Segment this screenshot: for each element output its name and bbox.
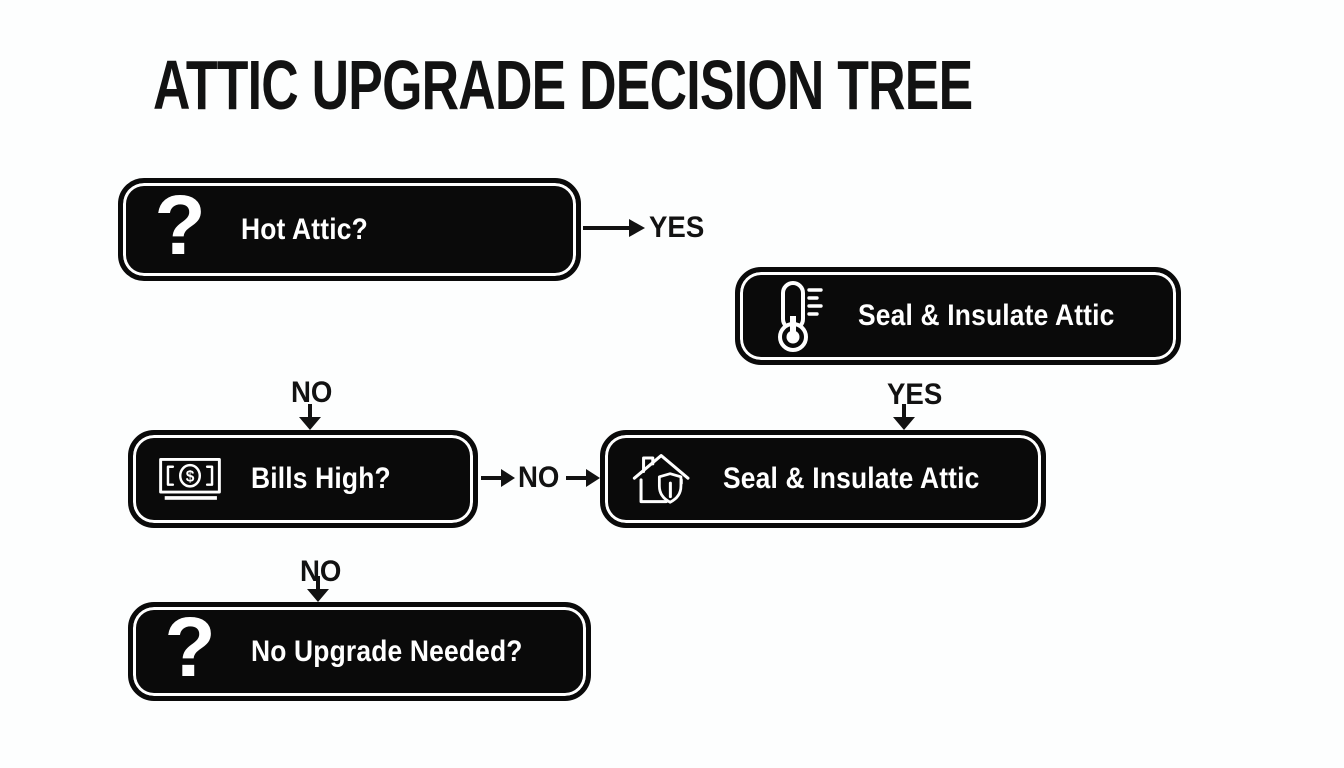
node-label: Bills High?	[251, 462, 391, 495]
svg-text:$: $	[186, 468, 195, 485]
thermometer-icon	[766, 280, 828, 352]
arrow-right-icon	[583, 217, 645, 239]
arrow-down-icon	[307, 576, 329, 602]
page-title: ATTIC UPGRADE DECISION TREE	[153, 46, 973, 124]
node-hot-attic[interactable]: ? Hot Attic?	[118, 178, 581, 281]
node-bills-high[interactable]: $ Bills High?	[128, 430, 478, 528]
edge-label-no: NO	[518, 461, 560, 494]
arrow-right-icon	[481, 467, 515, 489]
question-mark-icon: ?	[159, 605, 221, 690]
house-shield-icon	[631, 444, 693, 514]
question-mark-glyph: ?	[164, 599, 216, 694]
arrow-down-icon	[893, 404, 915, 430]
node-no-upgrade[interactable]: ? No Upgrade Needed?	[128, 602, 591, 701]
node-seal-insulate-mid[interactable]: Seal & Insulate Attic	[600, 430, 1046, 528]
question-mark-icon: ?	[149, 183, 211, 268]
edge-label-no: NO	[291, 376, 333, 409]
edge-label-no: NO	[300, 555, 342, 588]
edge-label-yes: YES	[887, 378, 943, 411]
arrow-down-icon	[299, 404, 321, 430]
node-label: Seal & Insulate Attic	[723, 462, 980, 495]
node-label: Seal & Insulate Attic	[858, 299, 1115, 332]
node-label: No Upgrade Needed?	[251, 634, 523, 668]
node-label: Hot Attic?	[241, 212, 368, 246]
node-seal-insulate-top[interactable]: Seal & Insulate Attic	[735, 267, 1181, 365]
question-mark-glyph: ?	[154, 177, 206, 272]
edge-label-yes: YES	[649, 211, 705, 244]
money-bill-icon: $	[159, 452, 221, 506]
arrow-right-icon	[566, 467, 600, 489]
